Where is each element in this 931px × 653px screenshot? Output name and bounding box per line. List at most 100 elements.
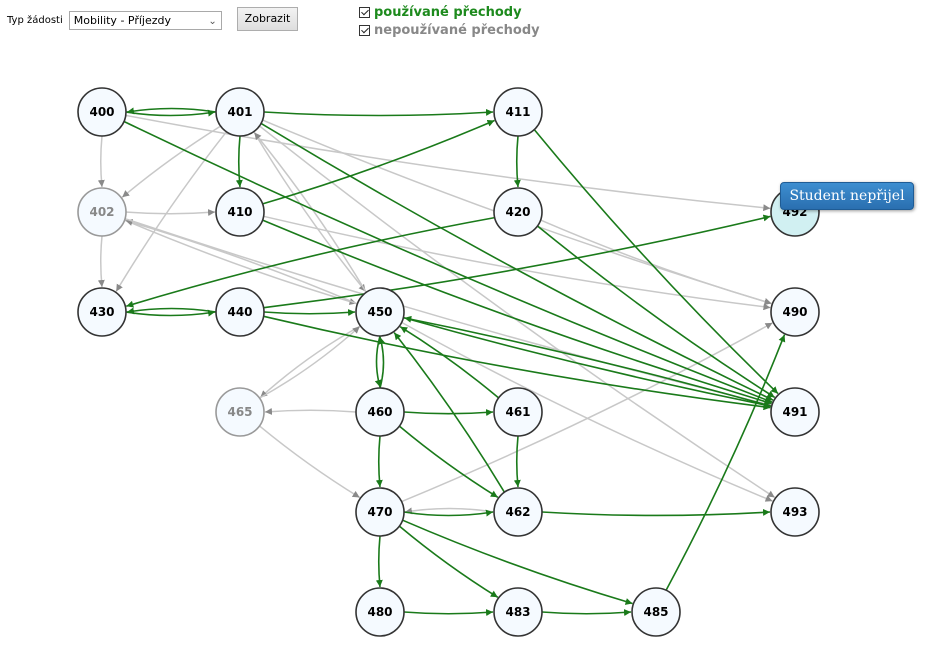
node-493[interactable]: 493 — [770, 487, 820, 537]
edge-400-491 — [123, 120, 773, 403]
request-type-value: Mobility - Příjezdy — [73, 13, 172, 27]
node-label-401: 401 — [227, 105, 252, 119]
legend-unused-label: nepoužívané přechody — [374, 22, 540, 38]
node-410[interactable]: 410 — [215, 187, 265, 237]
node-label-470: 470 — [367, 505, 392, 519]
node-label-491: 491 — [782, 405, 807, 419]
node-485[interactable]: 485 — [631, 587, 681, 637]
edge-401-400 — [126, 107, 217, 115]
node-circle-450[interactable] — [355, 287, 405, 337]
edge-402-410 — [125, 209, 216, 217]
node-label-430: 430 — [89, 305, 114, 319]
node-label-450: 450 — [367, 305, 392, 319]
edge-401-410 — [235, 135, 243, 188]
node-circle-490[interactable] — [770, 287, 820, 337]
node-400[interactable]: 400 — [77, 87, 127, 137]
node-label-400: 400 — [89, 105, 114, 119]
legend-unused-row[interactable]: nepoužívané přechody — [359, 21, 540, 39]
legend-used-label: používané přechody — [374, 4, 522, 20]
node-462[interactable]: 462 — [493, 487, 543, 537]
node-label-461: 461 — [505, 405, 530, 419]
edge-402-450 — [124, 219, 357, 305]
node-402[interactable]: 402 — [77, 187, 127, 237]
node-label-460: 460 — [367, 405, 392, 419]
node-401[interactable]: 401 — [215, 87, 265, 137]
node-450[interactable]: 450 — [355, 287, 405, 337]
edge-470-480 — [375, 535, 383, 588]
node-circle-420[interactable] — [493, 187, 543, 237]
edge-430-440 — [125, 309, 216, 317]
node-411[interactable]: 411 — [493, 87, 543, 137]
node-circle-483[interactable] — [493, 587, 543, 637]
legend: používané přechody nepoužívané přechody — [359, 3, 540, 39]
edge-440-450 — [263, 309, 356, 317]
edge-483-485 — [541, 609, 632, 617]
node-483[interactable]: 483 — [493, 587, 543, 637]
used-edges — [123, 107, 786, 617]
edge-470-483 — [398, 525, 499, 598]
edge-420-490 — [540, 219, 772, 305]
edge-401-491 — [260, 122, 774, 401]
edge-461-450 — [399, 326, 500, 399]
node-circle-401[interactable] — [215, 87, 265, 137]
node-circle-400[interactable] — [77, 87, 127, 137]
node-circle-461[interactable] — [493, 387, 543, 437]
node-circle-470[interactable] — [355, 487, 405, 537]
edge-411-420 — [513, 135, 521, 188]
node-470[interactable]: 470 — [355, 487, 405, 537]
node-430[interactable]: 430 — [77, 287, 127, 337]
node-490[interactable]: 490 — [770, 287, 820, 337]
edge-465-470 — [259, 425, 361, 499]
node-circle-410[interactable] — [215, 187, 265, 237]
node-circle-491[interactable] — [770, 387, 820, 437]
node-circle-411[interactable] — [493, 87, 543, 137]
legend-used-row[interactable]: používané přechody — [359, 3, 540, 21]
edge-462-450 — [393, 332, 506, 493]
node-label-483: 483 — [505, 605, 530, 619]
edge-460-450 — [378, 336, 386, 389]
node-label-490: 490 — [782, 305, 807, 319]
edge-401-402 — [121, 125, 221, 198]
node-circle-462[interactable] — [493, 487, 543, 537]
node-420[interactable]: 420 — [493, 187, 543, 237]
node-circle-440[interactable] — [215, 287, 265, 337]
node-circle-485[interactable] — [631, 587, 681, 637]
edge-470-485 — [402, 519, 633, 605]
edge-401-450 — [253, 131, 367, 292]
edge-400-401 — [125, 109, 216, 117]
node-label-485: 485 — [643, 605, 668, 619]
edge-491-450 — [404, 315, 772, 408]
node-circle-480[interactable] — [355, 587, 405, 637]
edge-460-470 — [375, 435, 383, 488]
node-460[interactable]: 460 — [355, 387, 405, 437]
edge-450-491 — [403, 316, 771, 409]
edge-450-465 — [259, 325, 361, 399]
node-440[interactable]: 440 — [215, 287, 265, 337]
node-label-411: 411 — [505, 105, 530, 119]
show-button[interactable]: Zobrazit — [237, 7, 298, 31]
edge-480-483 — [403, 609, 494, 617]
checkbox-used-icon[interactable] — [359, 6, 370, 18]
edge-440-430 — [126, 307, 217, 315]
node-circle-465[interactable] — [215, 387, 265, 437]
node-circle-460[interactable] — [355, 387, 405, 437]
edge-450-402 — [125, 219, 358, 305]
node-465[interactable]: 465 — [215, 387, 265, 437]
node-label-493: 493 — [782, 505, 807, 519]
node-circle-493[interactable] — [770, 487, 820, 537]
node-circle-402[interactable] — [77, 187, 127, 237]
request-type-select[interactable]: Mobility - Příjezdy ⌄ — [68, 10, 222, 30]
node-491[interactable]: 491 — [770, 387, 820, 437]
edge-450-460 — [374, 335, 382, 388]
node-label-410: 410 — [227, 205, 252, 219]
edge-401-411 — [263, 108, 494, 117]
edge-460-462 — [398, 425, 499, 498]
node-circle-430[interactable] — [77, 287, 127, 337]
node-480[interactable]: 480 — [355, 587, 405, 637]
node-label-465: 465 — [227, 405, 252, 419]
node-461[interactable]: 461 — [493, 387, 543, 437]
checkbox-unused-icon[interactable] — [359, 24, 370, 36]
edge-470-490 — [401, 322, 773, 503]
